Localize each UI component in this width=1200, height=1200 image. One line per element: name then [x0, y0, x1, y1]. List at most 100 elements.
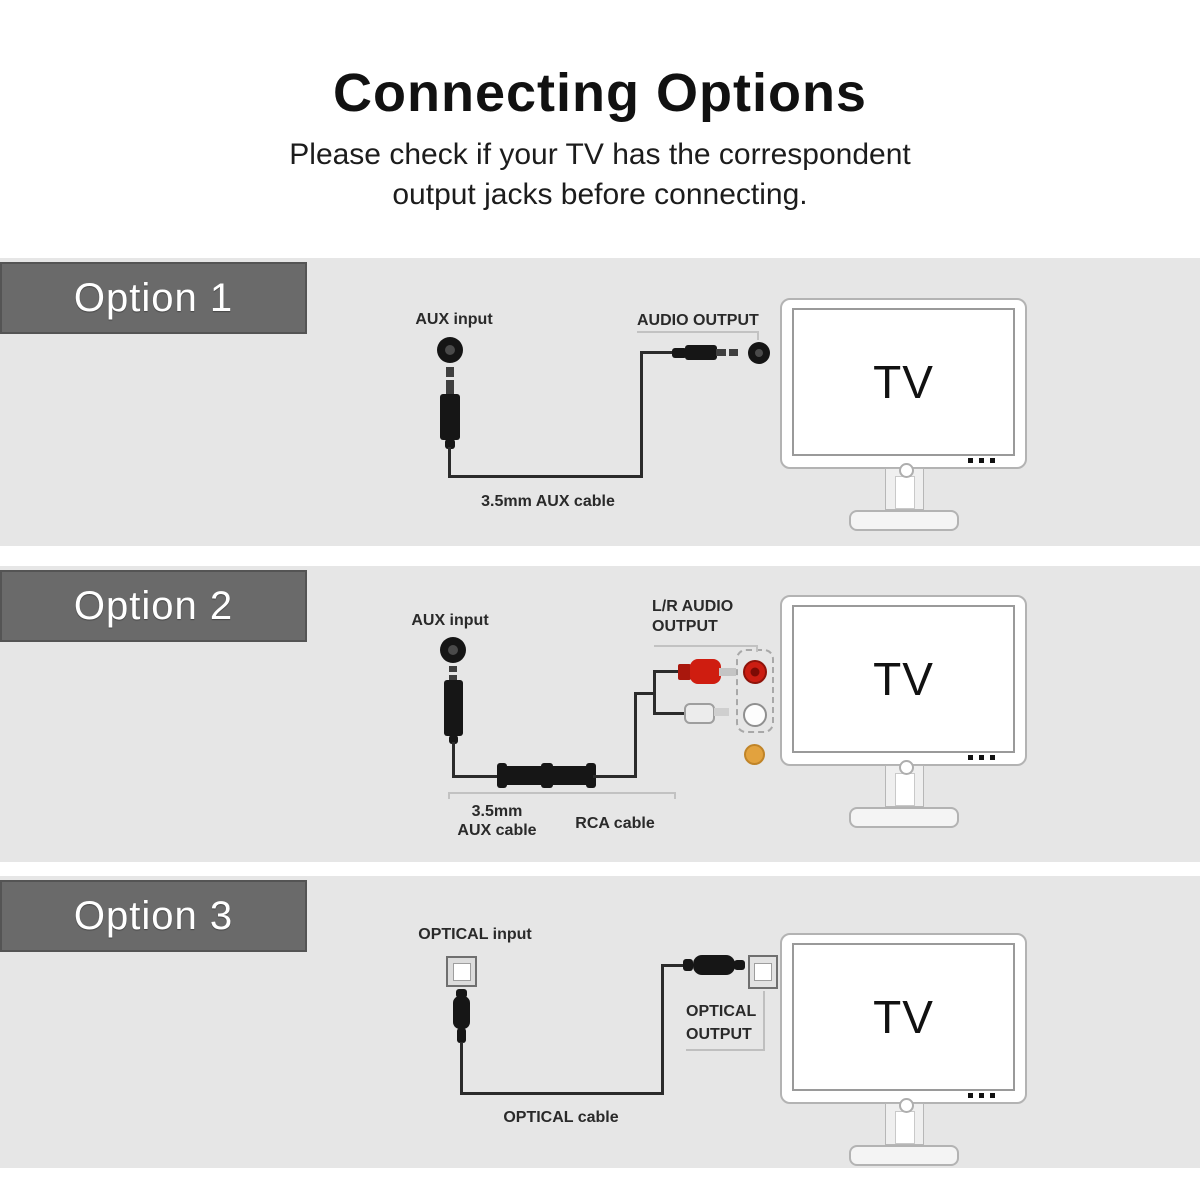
aux-plug-taper	[449, 735, 458, 744]
cable-segment	[460, 1092, 664, 1095]
aux-cable-label-line2: AUX cable	[457, 822, 537, 839]
aux-plug-body	[685, 345, 717, 360]
tv-label: TV	[873, 991, 934, 1043]
optical-output-line2: OUTPUT	[686, 1026, 752, 1043]
option3-optical-output-label: OPTICAL OUTPUT	[686, 1000, 756, 1046]
optical-plug-body	[693, 955, 735, 975]
jack-pin	[755, 349, 763, 357]
tv-stand-base	[849, 1145, 959, 1166]
lr-output-line1: L/R AUDIO	[652, 598, 734, 615]
tv-bezel: TV	[780, 933, 1027, 1104]
cable-segment	[634, 692, 637, 778]
lr-output-highlight-box	[736, 649, 774, 733]
cable-extent-line	[448, 792, 450, 799]
option1-cable-label: 3.5mm AUX cable	[481, 493, 615, 510]
tv-screen: TV	[792, 308, 1015, 456]
option3-banner: Option 3	[0, 880, 307, 952]
optical-plug-body	[453, 996, 470, 1029]
tv-stand-base	[849, 510, 959, 531]
aux-plug-taper	[672, 348, 687, 358]
tv-stand-hinge	[899, 760, 914, 775]
option2-banner: Option 2	[0, 570, 307, 642]
cable-segment	[640, 351, 674, 354]
tv-bezel: TV	[780, 298, 1027, 469]
jack-pin	[445, 345, 455, 355]
tv-buttons	[968, 458, 1004, 464]
tv-stand-hinge	[899, 463, 914, 478]
label-pointer-line	[686, 1049, 765, 1051]
option2-aux-cable-label: 3.5mm AUX cable	[437, 802, 557, 840]
tv-buttons	[968, 1093, 1004, 1099]
optical-plug-taper	[457, 1028, 466, 1043]
aux-plug-body	[444, 680, 463, 736]
tv-stand-neck	[885, 463, 924, 510]
tv-screen: TV	[792, 943, 1015, 1091]
cable-segment	[634, 692, 656, 695]
tv-stand-neck	[885, 1098, 924, 1145]
optical-plug-neck	[683, 959, 693, 971]
option3-cable-label: OPTICAL cable	[503, 1109, 619, 1126]
aux-plug-taper	[445, 439, 455, 449]
aux-plug-shaft	[449, 666, 457, 672]
rca-plug-white-tip	[714, 708, 729, 716]
cable-segment	[448, 475, 643, 478]
option3-optical-input-label: OPTICAL input	[418, 926, 532, 943]
tv-stand-hinge	[899, 1098, 914, 1113]
page-title: Connecting Options	[333, 63, 867, 123]
tv-stand-neck-inner	[895, 476, 915, 509]
tv-bezel: TV	[780, 595, 1027, 766]
tv-icon: TV	[780, 298, 1027, 532]
audio-output-jack-icon	[748, 342, 770, 364]
label-pointer-line	[763, 991, 765, 1051]
aux-plug-shaft	[446, 367, 454, 377]
optical-port-hole	[452, 962, 471, 981]
aux-plug-shaft	[446, 380, 454, 395]
label-pointer-line	[757, 331, 759, 340]
rca-plug-red-tip	[719, 668, 736, 676]
tv-stand-neck	[885, 760, 924, 807]
tv-icon: TV	[780, 595, 1027, 829]
cable-segment	[452, 742, 455, 778]
cable-segment	[653, 712, 686, 715]
tv-stand-base	[849, 807, 959, 828]
jack-pin	[448, 645, 458, 655]
tv-stand-neck-inner	[895, 1111, 915, 1144]
cable-segment	[661, 964, 685, 967]
cable-coupler-cap	[541, 763, 553, 788]
page-subtitle-line2: output jacks before connecting.	[392, 178, 808, 211]
option2-aux-input-label: AUX input	[411, 612, 489, 629]
tv-stand-neck-inner	[895, 773, 915, 806]
aux-cable-label-line1: 3.5mm	[471, 803, 523, 820]
cable-segment	[452, 775, 501, 778]
cable-coupler-cap	[497, 763, 507, 788]
aux-input-jack-icon	[437, 337, 463, 363]
rca-plug-red	[690, 659, 721, 684]
aux-plug-shaft	[716, 349, 726, 356]
optical-output-port-icon	[748, 955, 778, 989]
label-pointer-line	[756, 645, 758, 652]
optical-port-hole	[754, 963, 772, 981]
rca-jack-white-icon	[743, 703, 767, 727]
tv-screen: TV	[792, 605, 1015, 753]
rca-plug-red-back	[678, 664, 691, 680]
cable-coupler-cap	[586, 763, 596, 788]
option1-audio-output-label: AUDIO OUTPUT	[637, 312, 759, 329]
option2-rca-cable-label: RCA cable	[575, 815, 655, 832]
aux-plug-shaft	[449, 675, 457, 681]
rca-plug-white	[684, 703, 715, 724]
label-pointer-line	[637, 331, 759, 333]
tv-label: TV	[873, 356, 934, 408]
lr-output-line2: OUTPUT	[652, 618, 718, 635]
cable-segment	[653, 670, 656, 715]
tv-label: TV	[873, 653, 934, 705]
cable-segment	[653, 670, 681, 673]
label-pointer-line	[654, 645, 758, 647]
option1-aux-input-label: AUX input	[415, 311, 493, 328]
option1-banner: Option 1	[0, 262, 307, 334]
optical-input-port-icon	[446, 956, 477, 987]
aux-plug-body	[440, 394, 460, 440]
jack-pin	[750, 667, 760, 677]
cable-segment	[640, 351, 643, 478]
aux-plug-shaft	[729, 349, 738, 356]
